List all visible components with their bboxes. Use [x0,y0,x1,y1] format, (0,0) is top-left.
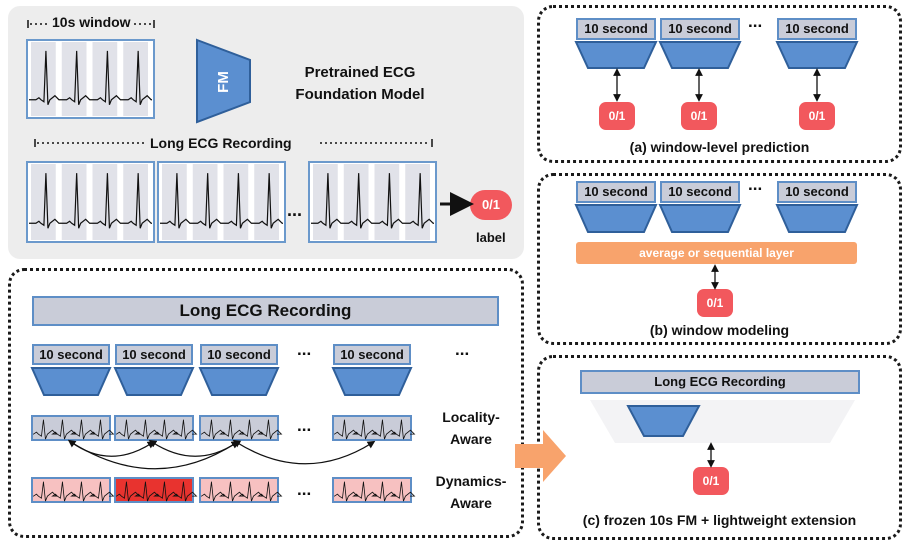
window-box-1: 10 second [32,344,110,365]
ecg-trace [29,42,152,116]
ecg-trace [201,481,283,502]
locality-arcs [67,439,376,470]
panel-b-ellipsis: ... [748,175,763,194]
ecg-trace [116,419,198,440]
ecg-trace [334,419,416,440]
ecg-trace [33,419,115,440]
panel-b-caption: (b) window modeling [649,322,790,338]
panel-a-window-2: 10 second [660,18,740,40]
window-ellipsis-end: ... [455,340,470,359]
panel-a-window-1: 10 second [576,18,656,40]
panel-b-badge: 0/1 [697,289,733,317]
panel-c-header: Long ECG Recording [580,370,860,394]
dynamics-ellipsis: ... [297,480,312,499]
panel-a-badge-3: 0/1 [799,102,835,130]
window-bracket [27,20,155,28]
panel-a-badge-2: 0/1 [681,102,717,130]
foundation-model-icon: FM [196,38,251,124]
aggregation-layer: average or sequential layer [576,242,857,264]
panel-a-window-3: 10 second [777,18,857,40]
panel-a-caption: (a) window-level prediction [629,139,810,155]
ecg-trace [311,164,434,240]
panel-b-encoders [574,204,859,233]
method-overview-panel [8,268,524,538]
panel-window-level-prediction [537,5,902,163]
locality-aware-row [31,415,416,441]
panel-b-window-3: 10 second [777,181,857,203]
locality-ellipsis: ... [297,416,312,435]
ecg-trace [201,419,283,440]
ecg-trace [160,164,283,240]
long-recording-header: Long ECG Recording [32,296,499,326]
dynamics-aware-label: Dynamics- Aware [435,473,507,511]
panel-c-encoder [626,405,701,437]
ecg-trace [33,481,115,502]
long-recording-label: Long ECG Recording [150,135,292,151]
panel-a-badge-1: 0/1 [599,102,635,130]
panel-c-badge: 0/1 [693,467,729,495]
recording-bracket [34,139,433,147]
pretrained-model-title: Pretrained ECG Foundation Model [295,64,425,103]
recording-ellipsis: ... [287,200,303,220]
locality-aware-label: Locality- Aware [442,409,500,447]
ecg-trace [334,481,416,502]
window-box-2: 10 second [115,344,193,365]
dynamics-aware-row [31,477,416,503]
panel-a-arrows [613,68,821,102]
ecg-trace [29,164,152,240]
window-box-4: 10 second [333,344,411,365]
output-label-text: label [476,230,506,245]
panel-c-caption: (c) frozen 10s FM + lightweight extensio… [582,512,857,528]
output-label-badge: 0/1 [470,190,512,220]
ecg-window-sample [26,39,155,119]
panel-window-modeling [537,173,902,345]
window-size-label: 10s window [52,14,131,30]
panel-b-window-2: 10 second [660,181,740,203]
long-recording-windows [26,161,437,243]
transition-arrow [515,430,566,482]
panel-a-ellipsis: ... [748,12,763,31]
panel-b-window-1: 10 second [576,181,656,203]
panel-a-encoders [574,41,859,69]
fm-label: FM [215,71,232,93]
ecg-trace [116,481,198,502]
window-ellipsis: ... [297,340,312,359]
overview-encoders [30,367,413,396]
window-box-3: 10 second [200,344,278,365]
